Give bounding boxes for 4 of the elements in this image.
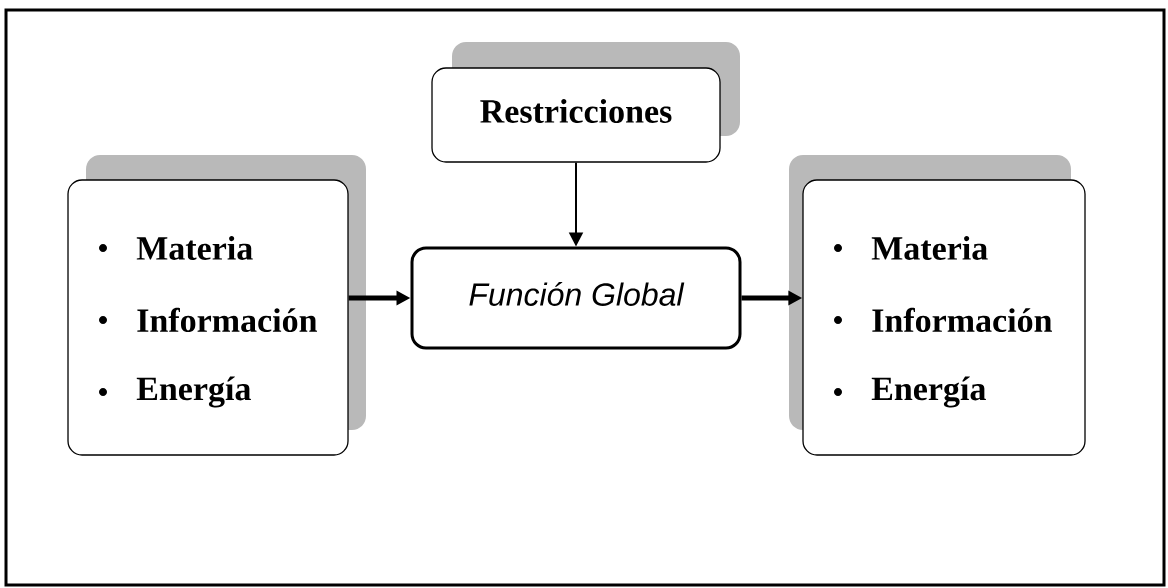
list-box: Materia Información Energía [789, 155, 1086, 456]
list-box: Materia Información Energía [67, 155, 366, 456]
function-box: Función Global [410, 246, 742, 350]
process-box: Restricciones [431, 42, 740, 163]
